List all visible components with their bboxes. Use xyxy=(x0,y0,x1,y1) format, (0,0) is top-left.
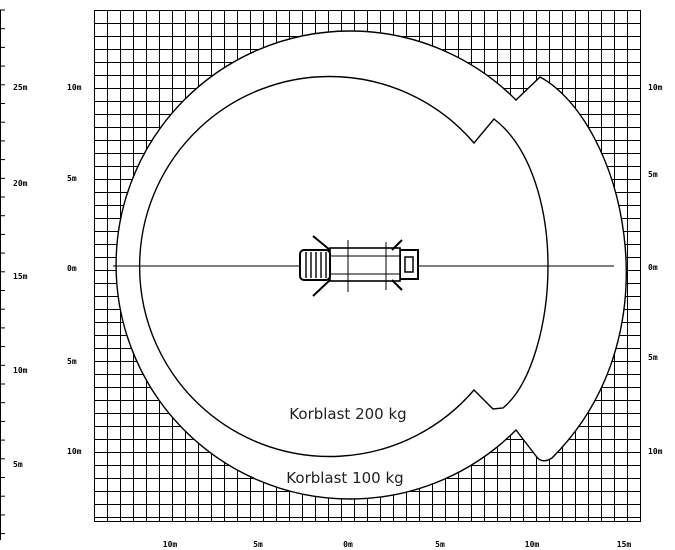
outrigger xyxy=(391,279,403,291)
inner-zone-label: Korblast 200 kg xyxy=(289,405,406,423)
vehicle-body xyxy=(329,247,401,282)
left-offset-tick-label: 5m xyxy=(67,357,77,366)
left-offset-tick-label: 5m xyxy=(67,174,77,183)
height-tick-label: 10m xyxy=(13,366,28,375)
vehicle-top-view xyxy=(299,235,419,297)
height-tick-label: 25m xyxy=(13,83,28,92)
right-offset-tick-label: 10m xyxy=(648,83,663,92)
height-tick-label: 15m xyxy=(13,272,28,281)
left-offset-tick-label: 10m xyxy=(67,447,82,456)
vehicle-cab xyxy=(399,249,419,280)
vehicle-cab-window xyxy=(404,256,414,273)
height-tick-label: 5m xyxy=(13,460,23,469)
left-offset-tick-label: 10m xyxy=(67,83,82,92)
bottom-tick-label: 10m xyxy=(163,540,178,549)
right-offset-tick-label: 10m xyxy=(648,447,663,456)
outrigger xyxy=(391,239,403,251)
height-ruler-ticks xyxy=(0,9,5,535)
bottom-tick-label: 5m xyxy=(253,540,263,549)
outer-zone-label: Korblast 100 kg xyxy=(286,469,403,487)
bottom-tick-label: 5m xyxy=(435,540,445,549)
bottom-tick-label: 10m xyxy=(525,540,540,549)
left-offset-tick-label: 0m xyxy=(67,264,77,273)
grid-border xyxy=(93,9,642,523)
right-offset-tick-label: 5m xyxy=(648,170,658,179)
outrigger xyxy=(312,235,331,251)
right-offset-tick-label: 5m xyxy=(648,353,658,362)
outrigger xyxy=(312,279,331,297)
platform-basket xyxy=(299,249,331,281)
bottom-tick-label: 0m xyxy=(343,540,353,549)
bottom-tick-label: 15m xyxy=(617,540,632,549)
height-tick-label: 20m xyxy=(13,179,28,188)
right-offset-tick-label: 0m xyxy=(648,263,658,272)
